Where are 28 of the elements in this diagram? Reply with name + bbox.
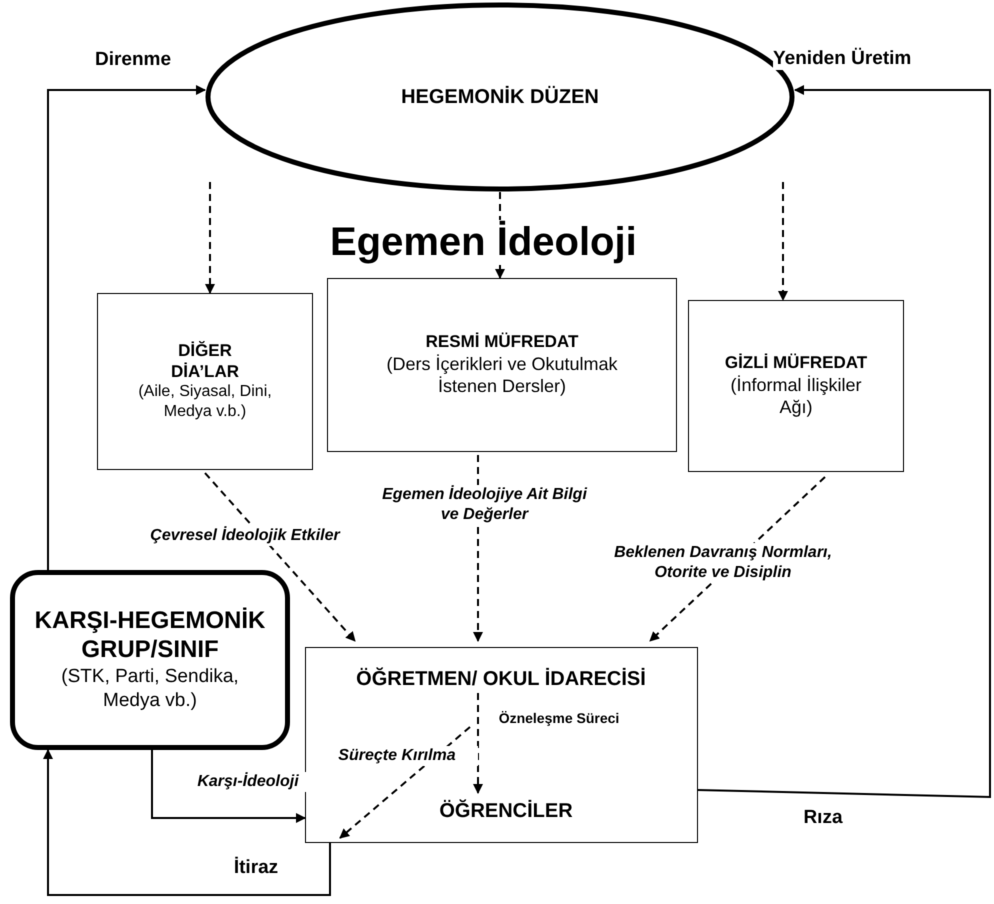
node-description: (İnformal İlişkiler Ağı) <box>729 374 863 419</box>
arrow-label: Yeniden Üretim <box>773 48 912 70</box>
node-title: DİĞER DİA’LAR <box>170 341 240 382</box>
edge-label: Egemen İdeolojiye Ait Bilgi ve Değerler <box>380 485 589 525</box>
process-box <box>305 647 698 843</box>
dashed-arrow <box>205 182 215 294</box>
dashed-arrow <box>473 693 483 794</box>
dashed-arrow <box>778 182 788 301</box>
dashed-arrow <box>339 726 471 839</box>
arrow <box>698 85 991 798</box>
node-description: (Ders İçerikleri ve Okutulmak İstenen Dersler) <box>385 352 619 398</box>
process-box <box>688 300 904 472</box>
node-description: (STK, Parti, Sendika, Medya vb.) <box>60 665 240 713</box>
node-text: ÖĞRENCİLER <box>439 799 573 823</box>
process-box <box>327 278 677 452</box>
node-title: RESMİ MÜFREDAT <box>426 332 578 353</box>
arrow <box>43 749 331 896</box>
dashed-arrow <box>204 472 356 642</box>
node-text: ÖĞRETMEN/ OKUL İDARECİSİ <box>356 667 646 691</box>
node-title: HEGEMONİK DÜZEN <box>401 85 599 109</box>
arrow <box>47 85 206 570</box>
process-box <box>97 293 313 470</box>
node-description: (Aile, Siyasal, Dini, Medya v.b.) <box>137 382 273 422</box>
node-title: GİZLİ MÜFREDAT <box>724 353 868 374</box>
arrow <box>151 750 306 823</box>
rounded-box <box>10 570 290 750</box>
heading-label: Egemen İdeoloji <box>330 220 637 265</box>
node-title: KARŞI-HEGEMONİK GRUP/SINIF <box>34 607 266 666</box>
